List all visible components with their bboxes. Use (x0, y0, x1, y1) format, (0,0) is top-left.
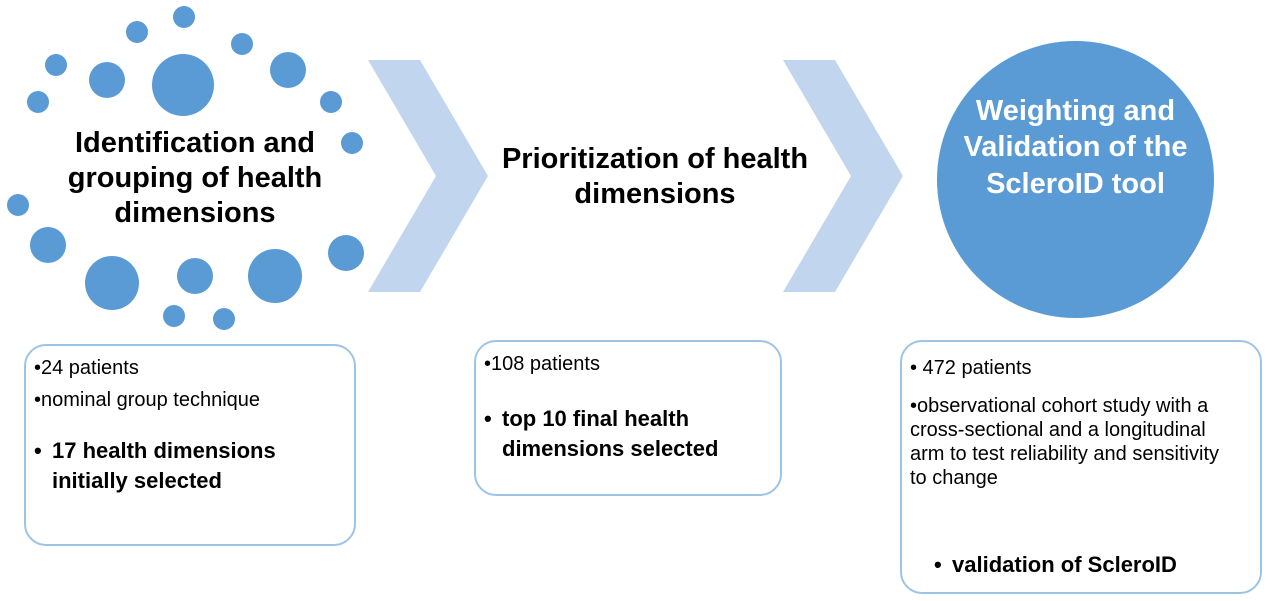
decorative-dot (320, 91, 342, 113)
decorative-dot (341, 132, 363, 154)
stage-1-details-box: •24 patients •nominal group technique • … (24, 344, 356, 546)
decorative-dot (213, 308, 235, 330)
stage-3-circle (937, 41, 1214, 318)
stage-3-details-box: • 472 patients •observational cohort stu… (900, 340, 1262, 594)
stage-3-key-result: • validation of ScleroID (934, 550, 1244, 580)
decorative-dot (152, 54, 214, 116)
stage-1-key-result: • 17 health dimensions initially selecte… (34, 436, 334, 495)
decorative-dot (177, 258, 213, 294)
stage-3-item-patients: • 472 patients (910, 357, 1032, 379)
stage-2-details-box: •108 patients • top 10 final health dime… (474, 340, 782, 496)
decorative-dot (30, 227, 66, 263)
chevron-arrow-1 (368, 60, 488, 292)
bullet: • (484, 406, 492, 431)
chevron-shape (783, 60, 903, 292)
chevron-arrow-2 (783, 60, 903, 292)
decorative-dot (45, 54, 67, 76)
stage-2-item-patients: •108 patients (484, 353, 600, 375)
decorative-dot (126, 21, 148, 43)
stage-1-item-patients: •24 patients (34, 357, 139, 379)
decorative-dot (7, 194, 29, 216)
decorative-dot (248, 249, 302, 303)
stage-3-title: Weighting and Validation of the ScleroID… (963, 95, 1188, 200)
decorative-dot (231, 33, 253, 55)
decorative-dot (85, 256, 139, 310)
decorative-dot (328, 235, 364, 271)
decorative-dot (27, 91, 49, 113)
stage-1-title: Identification and grouping of health di… (67, 127, 323, 229)
decorative-dot (89, 62, 125, 98)
bullet: • (934, 552, 942, 577)
bullet: • (34, 438, 42, 463)
decorative-dot (173, 6, 195, 28)
stage-1-key-result-text: 17 health dimensions initially selected (52, 438, 276, 493)
stage-3-key-result-text: validation of ScleroID (952, 552, 1177, 577)
decorative-dot (270, 52, 306, 88)
decorative-dot (163, 305, 185, 327)
stage-2-key-result-text: top 10 final health dimensions selected (502, 406, 719, 461)
stage-2-key-result: • top 10 final health dimensions selecte… (484, 404, 769, 463)
stage-2-title: Prioritization of health dimensions (501, 143, 809, 210)
chevron-shape (368, 60, 488, 292)
stage-3-item-study: •observational cohort study with a cross… (910, 395, 1220, 489)
dot-cluster (7, 6, 364, 330)
stage-1-item-method: •nominal group technique (34, 389, 261, 411)
